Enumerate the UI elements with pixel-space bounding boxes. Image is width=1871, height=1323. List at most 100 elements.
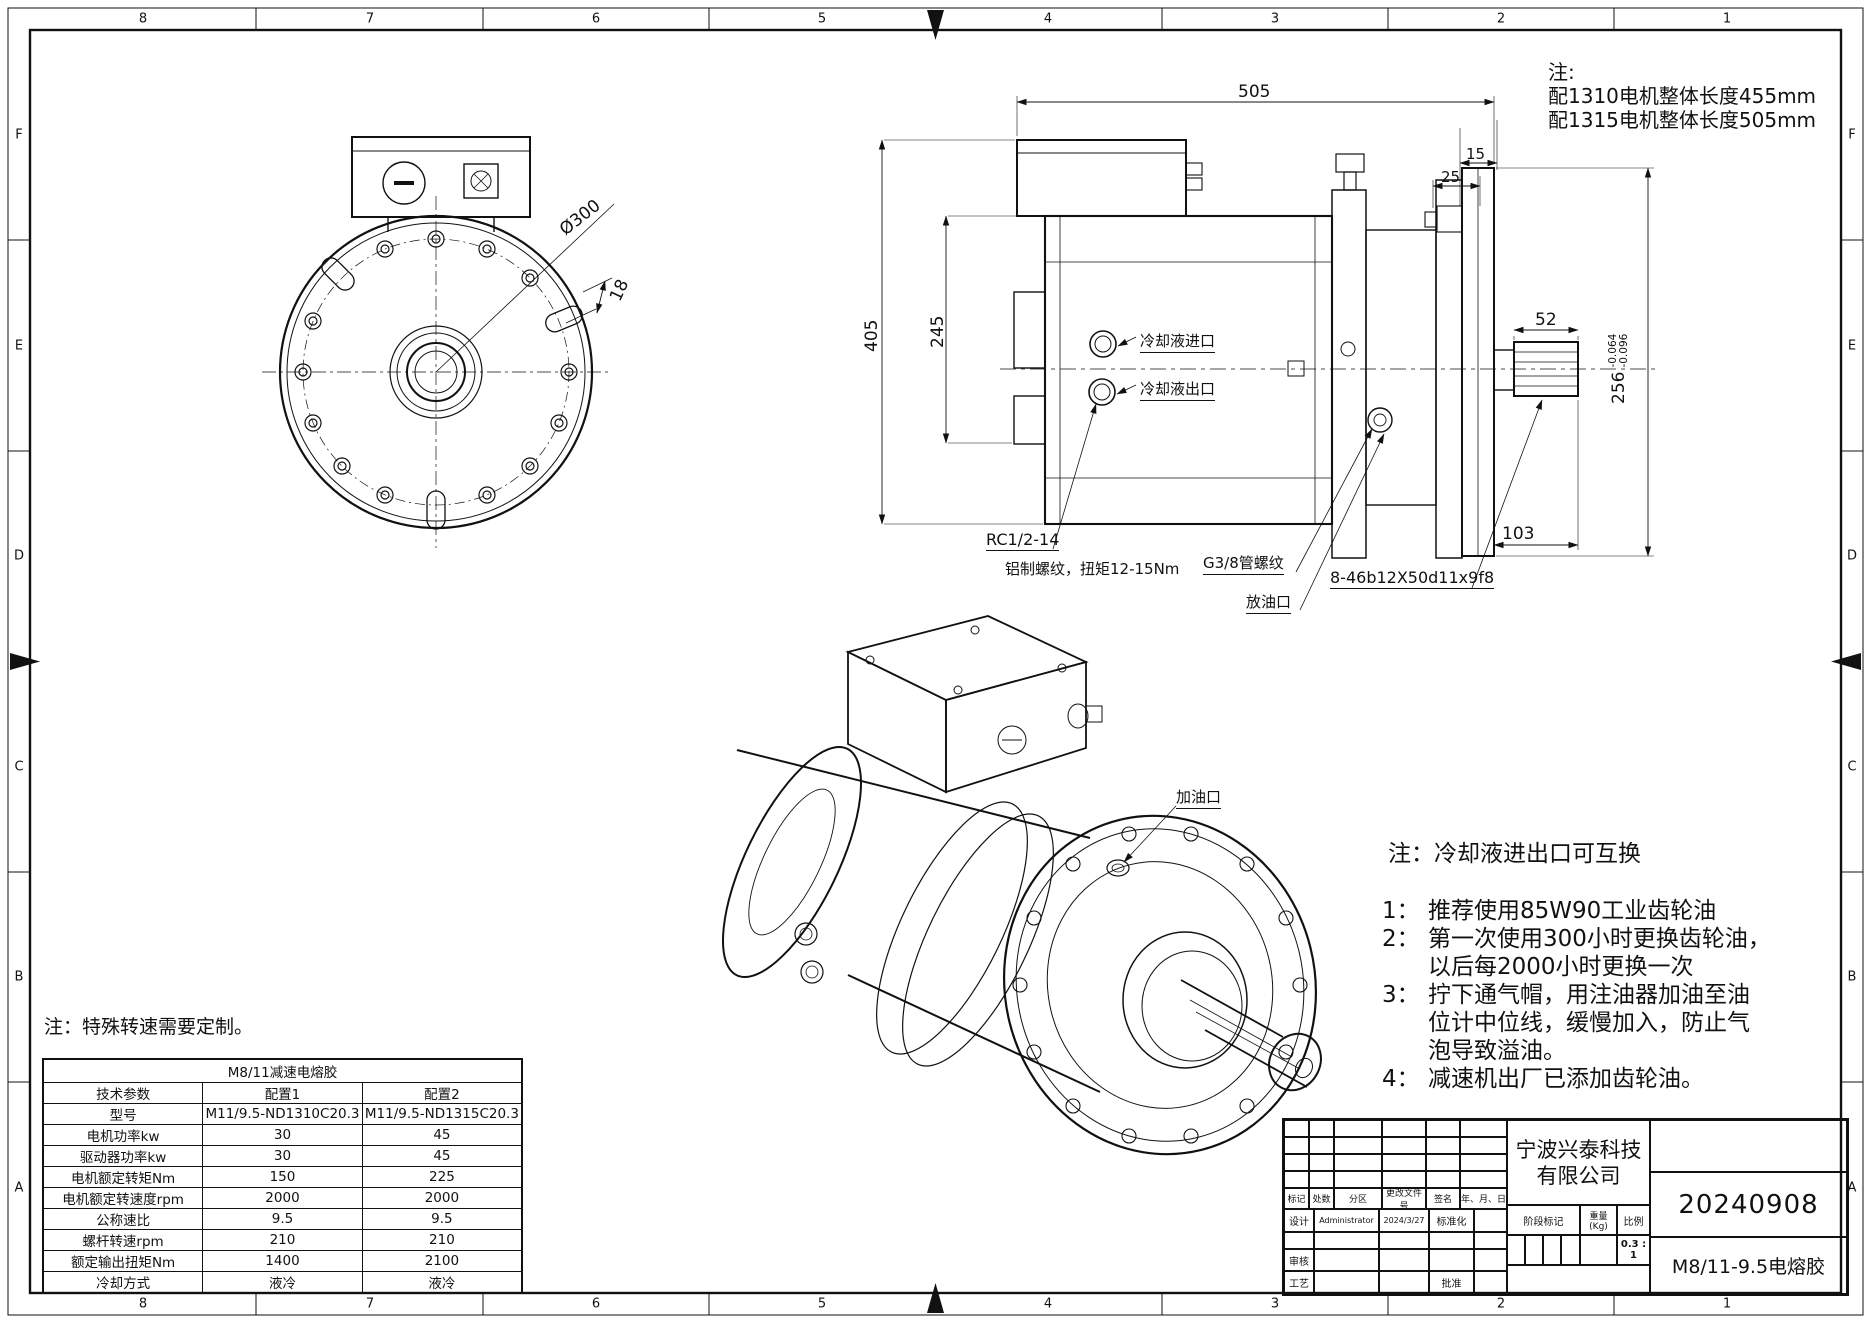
rev-header-sign: 签名 bbox=[1426, 1188, 1460, 1209]
grid-row-left-B: B bbox=[14, 969, 24, 985]
side-view-drawing bbox=[878, 96, 1660, 611]
grid-row-left-F: F bbox=[15, 127, 23, 143]
dim-flange-dia-value: 256 bbox=[1609, 371, 1629, 404]
note-item: 4： 减速机出厂已添加齿轮油。 bbox=[1382, 1066, 1704, 1092]
note-line-1315: 配1315电机整体长度505mm bbox=[1548, 108, 1817, 132]
grid-col-bot-8: 8 bbox=[138, 1296, 148, 1312]
company-name: 宁波兴泰科技有限公司 bbox=[1507, 1120, 1650, 1205]
grid-col-top-3: 3 bbox=[1270, 11, 1280, 27]
dim-overall-length: 505 bbox=[1238, 82, 1271, 102]
title-block: 标记 处数 分区 更改文件号 签名 年、月、日 设计 Administrator… bbox=[1282, 1118, 1849, 1296]
grid-row-right-D: D bbox=[1846, 548, 1858, 564]
grid-col-top-4: 4 bbox=[1043, 11, 1053, 27]
table-row: 冷却方式液冷液冷 bbox=[42, 1271, 523, 1294]
note-custom-speed: 注：特殊转速需要定制。 bbox=[44, 1016, 254, 1038]
stage-mark-label: 阶段标记 bbox=[1507, 1205, 1580, 1235]
grid-col-top-6: 6 bbox=[591, 11, 601, 27]
spec-header: 配置2 bbox=[361, 1082, 523, 1104]
process-label: 工艺 bbox=[1284, 1271, 1314, 1294]
grid-row-left-A: A bbox=[14, 1180, 24, 1196]
spec-table-title: M8/11减速电熔胶 bbox=[42, 1058, 523, 1083]
label-drain-port: 放油口 bbox=[1246, 591, 1292, 614]
rev-header-docno: 更改文件号 bbox=[1382, 1188, 1426, 1209]
note-title: 注: bbox=[1548, 60, 1575, 84]
dim-shaft-total-length: 103 bbox=[1502, 524, 1535, 544]
centering-marks bbox=[10, 10, 1861, 1313]
rev-header-mark: 标记 bbox=[1284, 1188, 1309, 1209]
grid-row-right-A: A bbox=[1847, 1180, 1857, 1196]
grid-row-right-E: E bbox=[1847, 338, 1857, 354]
design-label: 设计 bbox=[1284, 1209, 1314, 1232]
note-item: 1： 推荐使用85W90工业齿轮油 bbox=[1382, 898, 1717, 924]
label-spline-spec: 8-46b12X50d11x9f8 bbox=[1330, 568, 1495, 589]
rev-header-count: 处数 bbox=[1309, 1188, 1334, 1209]
front-terminal-box bbox=[351, 136, 531, 232]
scale-value: 0.3 : 1 bbox=[1617, 1235, 1650, 1265]
dim-spline-length: 52 bbox=[1535, 310, 1557, 330]
spec-header: 技术参数 bbox=[42, 1082, 204, 1104]
dim-overall-height: 405 bbox=[862, 319, 882, 352]
dim-plate-15: 15 bbox=[1466, 145, 1486, 163]
approve-label: 批准 bbox=[1429, 1271, 1474, 1294]
note-oil-instructions: 1： 推荐使用85W90工业齿轮油 2： 第一次使用300小时更换齿轮油， 以后… bbox=[1382, 897, 1771, 1093]
weight-label: 重量(Kg) bbox=[1580, 1205, 1617, 1235]
grid-col-top-7: 7 bbox=[365, 11, 375, 27]
flange-slots bbox=[321, 257, 583, 530]
standardization-label: 标准化 bbox=[1429, 1209, 1474, 1232]
drawing-number: 20240908 bbox=[1650, 1172, 1847, 1237]
bolt-holes bbox=[294, 230, 578, 504]
note-line-1310: 配1310电机整体长度455mm bbox=[1548, 84, 1817, 108]
label-thread-rc: RC1/2-14 bbox=[986, 530, 1060, 551]
dim-flange-diameter: 256 -0.064 -0.096 bbox=[1607, 333, 1630, 404]
part-name: M8/11-9.5电熔胶 bbox=[1650, 1237, 1847, 1294]
rev-header-zone: 分区 bbox=[1334, 1188, 1382, 1209]
label-thread-torque-note: 铝制螺纹，扭矩12-15Nm bbox=[1005, 560, 1180, 578]
grid-col-bot-6: 6 bbox=[591, 1296, 601, 1312]
dim-flange-dia-tolerance: -0.064 -0.096 bbox=[1607, 333, 1630, 368]
note-item: 以后每2000小时更换一次 bbox=[1428, 954, 1694, 980]
rev-header-date: 年、月、日 bbox=[1460, 1188, 1507, 1209]
grid-row-left-C: C bbox=[14, 759, 24, 775]
note-coolant-interchange: 注：冷却液进出口可互换 bbox=[1388, 841, 1641, 867]
front-view-drawing bbox=[262, 136, 615, 548]
scale-label: 比例 bbox=[1617, 1205, 1650, 1235]
iso-bolt-holes bbox=[1012, 826, 1308, 1144]
grid-col-bot-3: 3 bbox=[1270, 1296, 1280, 1312]
label-fill-port: 加油口 bbox=[1176, 786, 1222, 809]
check-label: 审核 bbox=[1284, 1249, 1314, 1271]
note-item: 3： 拧下通气帽，用注油器加油至油 bbox=[1382, 982, 1750, 1008]
note-item: 泡导致溢油。 bbox=[1428, 1038, 1566, 1064]
grid-row-left-E: E bbox=[14, 338, 24, 354]
designer-name: Administrator bbox=[1314, 1209, 1379, 1232]
grid-row-right-B: B bbox=[1847, 969, 1857, 985]
label-coolant-inlet: 冷却液进口 bbox=[1140, 330, 1216, 353]
note-item: 位计中位线，缓慢加入，防止气 bbox=[1428, 1010, 1750, 1036]
grid-row-left-D: D bbox=[13, 548, 25, 564]
sheet-border bbox=[7, 7, 1864, 1316]
design-date: 2024/3/27 bbox=[1379, 1209, 1429, 1232]
grid-row-right-F: F bbox=[1848, 127, 1856, 143]
grid-col-top-1: 1 bbox=[1722, 11, 1732, 27]
dim-plate-25: 25 bbox=[1441, 168, 1461, 186]
grid-row-right-C: C bbox=[1847, 759, 1857, 775]
grid-col-top-2: 2 bbox=[1496, 11, 1506, 27]
label-pipe-thread: G3/8管螺纹 bbox=[1203, 552, 1284, 575]
note-motor-length: 注: 配1310电机整体长度455mm 配1315电机整体长度505mm bbox=[1548, 60, 1816, 132]
spec-header: 配置1 bbox=[202, 1082, 363, 1104]
grid-col-bot-2: 2 bbox=[1496, 1296, 1506, 1312]
grid-col-top-5: 5 bbox=[817, 11, 827, 27]
dim-body-height: 245 bbox=[928, 315, 948, 348]
label-coolant-outlet: 冷却液出口 bbox=[1140, 378, 1216, 401]
grid-col-bot-7: 7 bbox=[365, 1296, 375, 1312]
grid-col-top-8: 8 bbox=[138, 11, 148, 27]
